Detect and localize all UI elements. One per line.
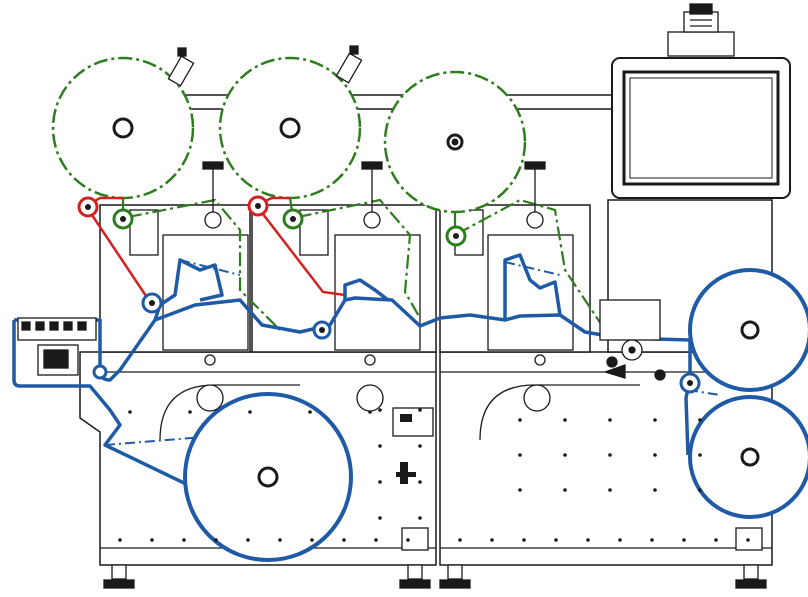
bolt-hole [522, 538, 526, 542]
bolt-hole [188, 410, 192, 414]
bolt-hole [418, 408, 422, 412]
bolt-hole [563, 488, 567, 492]
bolt-hole [563, 418, 567, 422]
foot-4 [735, 564, 767, 589]
adjuster-knobs [202, 161, 546, 229]
unwind-brackets [167, 45, 363, 87]
bolt-hole [608, 418, 612, 422]
bolt-hole [418, 516, 422, 520]
bolt-hole [418, 480, 422, 484]
bolt-hole [310, 538, 314, 542]
blue-web-path [12, 253, 692, 512]
bolt-hole [342, 538, 346, 542]
bolt-hole [698, 453, 702, 457]
entry-control-box [17, 317, 97, 376]
bolt-hole [246, 538, 250, 542]
bolt-hole [518, 453, 522, 457]
bolt-hole [653, 453, 657, 457]
control-monitor-icon [611, 57, 791, 199]
bolt-hole [653, 418, 657, 422]
handle-icon [396, 462, 416, 484]
foot-2 [399, 564, 431, 589]
bolt-hole [378, 480, 382, 484]
bolt-hole [182, 538, 186, 542]
bolt-hole [518, 418, 522, 422]
foot-1 [103, 564, 135, 589]
bolt-hole [698, 488, 702, 492]
body-circles [196, 354, 551, 412]
motor-icon [667, 3, 735, 57]
bolt-hole [653, 488, 657, 492]
bolt-hole [378, 444, 382, 448]
blue-roller-hubs [149, 300, 693, 386]
bolt-hole [618, 538, 622, 542]
bolt-hole [714, 538, 718, 542]
bolt-hole [214, 538, 218, 542]
bolt-hole [563, 453, 567, 457]
station-3-unit [487, 234, 574, 351]
bolt-hole [278, 538, 282, 542]
bolt-hole [608, 453, 612, 457]
bolt-hole [406, 538, 410, 542]
station-2-arm [299, 209, 329, 256]
bolt-hole [418, 444, 422, 448]
bolt-hole [586, 538, 590, 542]
station-1-arm [129, 209, 159, 256]
bolt-hole [518, 488, 522, 492]
blue-roll-hubs [257, 320, 760, 488]
bolt-hole [128, 410, 132, 414]
bolt-hole [490, 538, 494, 542]
bolt-hole [118, 538, 122, 542]
bolt-hole [374, 538, 378, 542]
bolt-hole [698, 418, 702, 422]
bolt-hole [554, 538, 558, 542]
bolt-hole [378, 516, 382, 520]
bolt-hole [150, 538, 154, 542]
red-roller-hubs [85, 203, 261, 210]
bolt-hole [378, 408, 382, 412]
bolt-hole [308, 410, 312, 414]
bolt-holes [118, 408, 750, 542]
machine-feet [103, 527, 767, 589]
unwind-hubs [112, 117, 464, 151]
bolt-hole [682, 538, 686, 542]
cover-plate-knob [400, 414, 412, 422]
bolt-hole [458, 538, 462, 542]
cover-plate [392, 407, 434, 437]
station-1-unit [162, 234, 249, 351]
pedestal-left [401, 527, 429, 551]
die-cut-unit [599, 299, 666, 381]
bolt-hole [248, 410, 252, 414]
green-roller-hubs [120, 216, 459, 239]
bolt-hole [746, 538, 750, 542]
bolt-hole [650, 538, 654, 542]
foot-3 [439, 564, 471, 589]
bolt-hole [608, 488, 612, 492]
